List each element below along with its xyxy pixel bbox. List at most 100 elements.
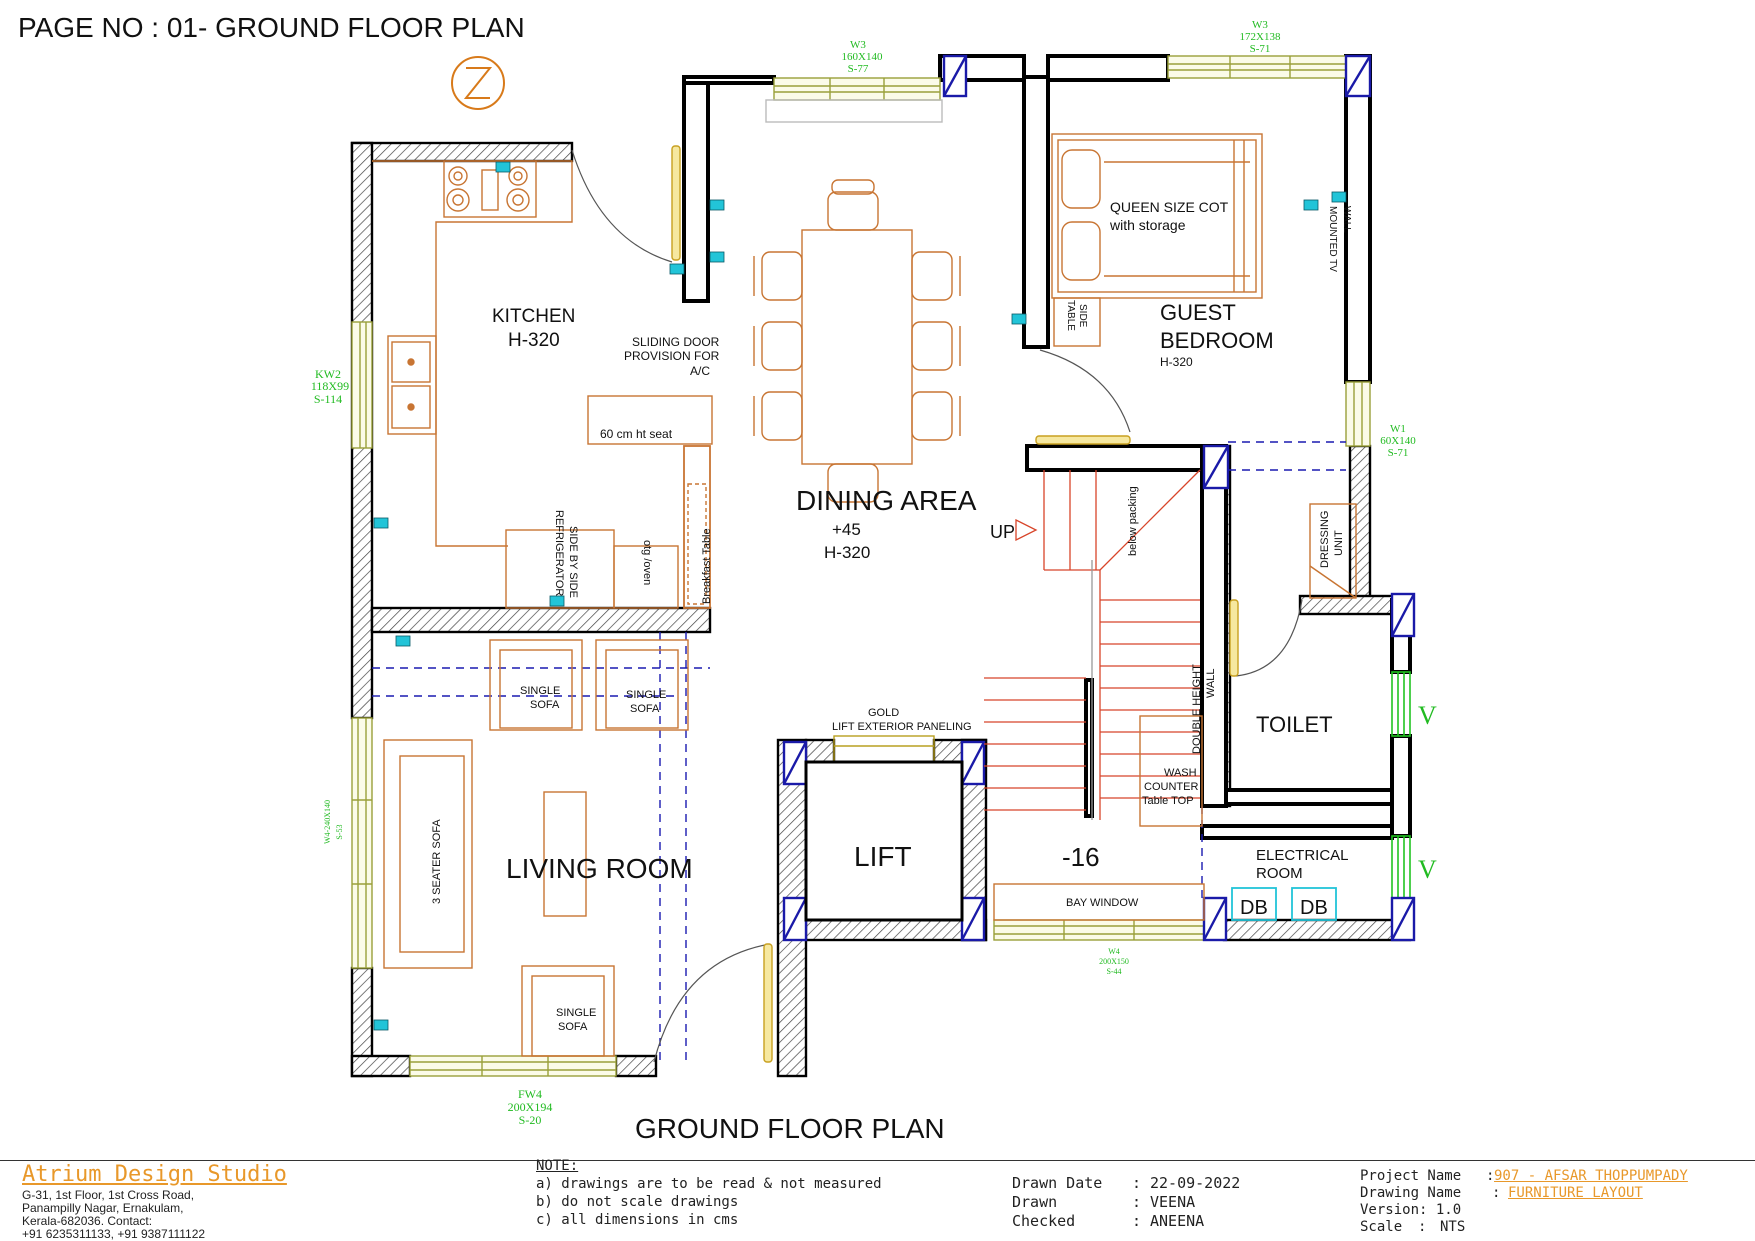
fridge-label-1: SIDE BY SIDE <box>567 526 579 598</box>
studio-address-3: Kerala-682036. Contact: <box>22 1214 153 1228</box>
kitchen-label: KITCHEN <box>492 306 575 327</box>
w4-bay-size: 200X150 <box>1099 957 1129 966</box>
gold-label: GOLD <box>868 707 899 719</box>
bay-window-seat <box>993 883 1205 921</box>
single-sofa-1a: SINGLE <box>520 685 560 697</box>
w3b-code: W3 <box>1252 19 1268 31</box>
drawn-date-label: Drawn Date <box>1012 1174 1103 1192</box>
sliding-door-3: A/C <box>690 364 710 378</box>
breakfast-label: Breakfast Table <box>701 528 713 604</box>
stair-up-label: UP <box>990 522 1015 542</box>
dashed-beams <box>372 441 1346 1060</box>
fw4-sill: S-20 <box>519 1113 542 1127</box>
title-block-border <box>0 1160 1755 1161</box>
dining-set <box>753 179 961 503</box>
w4-side-code: W4-240X140 <box>323 800 332 844</box>
fw4-size: 200X194 <box>508 1100 553 1114</box>
w3b-size: 172X138 <box>1240 31 1281 43</box>
studio-address-2: Panampilly Nagar, Ernakulam, <box>22 1201 184 1215</box>
note-c: c) all dimensions in cms <box>536 1212 739 1228</box>
vent-label-2: V <box>1418 855 1437 884</box>
drawn-value: VEENA <box>1150 1193 1196 1211</box>
single-sofa-3a: SINGLE <box>556 1007 596 1019</box>
db-boxes <box>1231 887 1337 921</box>
dressing-label-2: UNIT <box>1333 530 1345 556</box>
three-seater-label: 3 SEATER SOFA <box>431 819 443 904</box>
w1-sill: S-71 <box>1388 447 1409 459</box>
studio-address-4: +91 6235311133, +91 9387111122 <box>22 1227 206 1241</box>
db-label-2: DB <box>1300 897 1328 919</box>
checked-colon: : <box>1132 1212 1142 1230</box>
drawing-value: FURNITURE LAYOUT <box>1508 1185 1643 1201</box>
side-table-label-1: SIDE <box>1077 304 1088 328</box>
kw2-size: 118X99 <box>311 379 349 393</box>
bedroom-label: BEDROOM <box>1160 328 1274 353</box>
studio-name: Atrium Design Studio <box>22 1162 287 1187</box>
otg-label: otg /oven <box>641 540 653 585</box>
north-compass-icon <box>451 56 505 110</box>
w1-code: W1 <box>1390 423 1406 435</box>
electrical-room-label: ROOM <box>1256 865 1303 882</box>
staircase <box>984 469 1201 820</box>
scale-colon: : <box>1418 1219 1427 1235</box>
living-furniture <box>383 639 689 1057</box>
wall-tv-label-1: WALL <box>1341 206 1352 233</box>
dining-level: +45 <box>832 520 861 539</box>
scale-label: Scale <box>1360 1219 1403 1235</box>
single-sofa-1b: SOFA <box>530 699 560 711</box>
single-sofa-2b: SOFA <box>630 703 660 715</box>
hatched-walls <box>350 141 1412 1078</box>
wash-label-2: COUNTER <box>1144 781 1198 793</box>
w1-size: 60X140 <box>1380 435 1416 447</box>
checked-label: Checked <box>1012 1212 1076 1230</box>
dining-label: DINING AREA <box>796 485 977 516</box>
below-packing-label: below packing <box>1127 486 1139 556</box>
lift-panel-label: LIFT EXTERIOR PANELING <box>832 721 972 733</box>
seat-label: 60 cm ht seat <box>600 427 673 441</box>
page-title: PAGE NO : 01- GROUND FLOOR PLAN <box>18 12 525 43</box>
note-title: NOTE: <box>536 1158 579 1174</box>
scale-value: NTS <box>1440 1219 1466 1235</box>
project-value: 907 - AFSAR THOPPUMPADY <box>1494 1168 1688 1184</box>
w3b-sill: S-71 <box>1250 43 1271 55</box>
doors <box>571 149 1303 1063</box>
drawn-date-colon: : <box>1132 1174 1142 1192</box>
wall-tv-label-2: MOUNTED TV <box>1327 206 1338 272</box>
sliding-door-2: PROVISION FOR <box>624 349 720 363</box>
w4-bay-code: W4 <box>1108 947 1120 956</box>
fw4-code: FW4 <box>518 1087 542 1101</box>
living-label: LIVING ROOM <box>506 853 693 884</box>
vent-label-1: V <box>1418 701 1437 730</box>
note-a: a) drawings are to be read & not measure… <box>536 1176 882 1192</box>
sliding-door-1: SLIDING DOOR <box>632 335 720 349</box>
bay-window-label: BAY WINDOW <box>1066 897 1139 909</box>
door-leaves <box>671 145 1239 1063</box>
single-sofa-2a: SINGLE <box>626 689 666 701</box>
kitchen-furniture <box>372 160 713 609</box>
guest-label: GUEST <box>1160 300 1236 325</box>
kw2-code: KW2 <box>315 367 341 381</box>
single-sofa-3b: SOFA <box>558 1021 588 1033</box>
queen-cot-label: QUEEN SIZE COT <box>1110 199 1229 215</box>
kitchen-height: H-320 <box>508 330 560 351</box>
dining-height: H-320 <box>824 543 870 562</box>
w4-side-sill: S-53 <box>335 824 344 839</box>
note-b: b) do not scale drawings <box>536 1194 739 1210</box>
studio-address-1: G-31, 1st Floor, 1st Cross Road, <box>22 1188 195 1202</box>
double-height-label-1: DOUBLE HEIGHT <box>1191 664 1203 754</box>
w3a-size: 160X140 <box>842 51 883 63</box>
queen-storage-label: with storage <box>1109 217 1186 233</box>
columns <box>782 54 1416 942</box>
dressing-label-1: DRESSING <box>1319 511 1331 568</box>
drawn-colon: : <box>1132 1193 1142 1211</box>
window-tags: W3 160X140 S-77 W3 172X138 S-71 KW2 118X… <box>311 19 1416 1127</box>
dressing-wash <box>1139 503 1357 827</box>
project-colon: : <box>1486 1168 1495 1184</box>
drawing-colon: : <box>1492 1185 1501 1201</box>
gold-panel <box>833 735 935 763</box>
wash-label-1: WASH <box>1164 767 1197 779</box>
fridge-label-2: REFRIGERATOR <box>553 510 565 596</box>
lift-label: LIFT <box>854 841 912 872</box>
w3a-code: W3 <box>850 39 866 51</box>
project-label: Project Name <box>1360 1168 1462 1184</box>
